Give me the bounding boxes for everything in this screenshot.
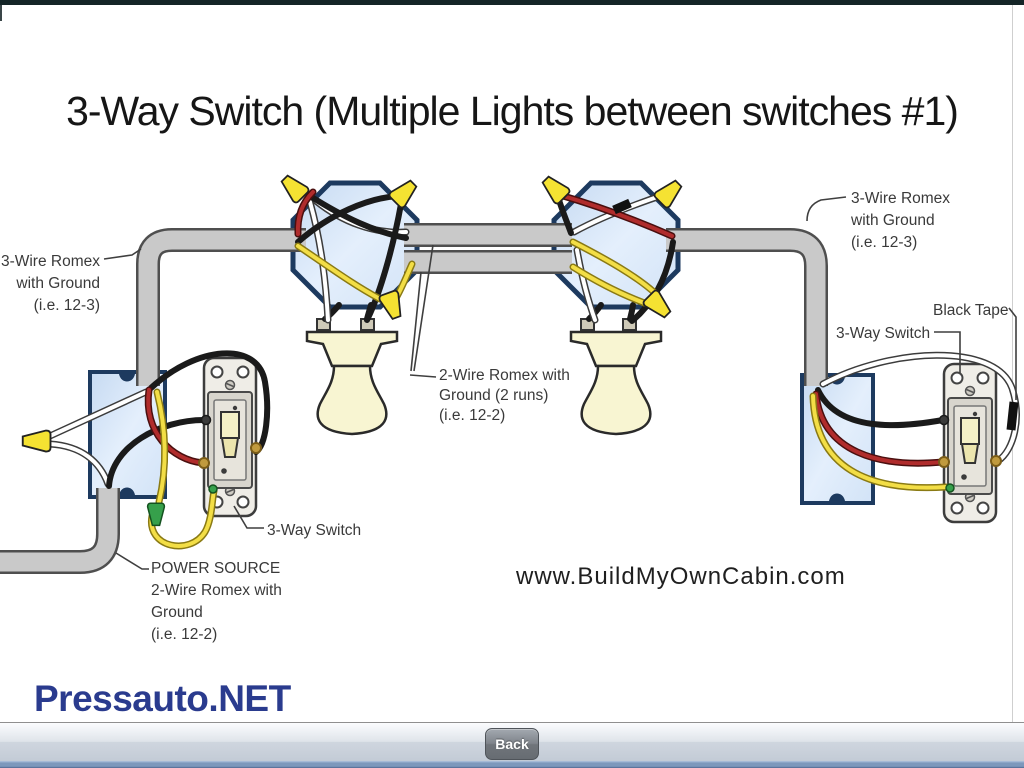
label-line: (i.e. 12-3)	[33, 297, 100, 314]
label-line: with Ground	[16, 275, 100, 292]
label-line: 3-Wire Romex	[851, 190, 951, 207]
label-line: (i.e. 12-2)	[439, 407, 506, 424]
diagram-title: 3-Way Switch (Multiple Lights between sw…	[66, 88, 959, 134]
label-power-source: POWER SOURCE 2-Wire Romex with Ground (i…	[151, 558, 282, 646]
switch-right	[942, 362, 998, 524]
light-fixture-2	[569, 302, 663, 436]
watermark-pressauto: Pressauto.NET	[34, 678, 291, 719]
back-button[interactable]: Back	[485, 728, 539, 760]
label-line: Ground	[151, 604, 203, 621]
black-tape-mark-right	[1006, 401, 1019, 431]
right-edge-line	[1012, 5, 1013, 722]
label-line: 2-Wire Romex with	[151, 582, 282, 599]
left-edge-mark	[0, 5, 2, 21]
label-right-romex: 3-Wire Romex with Ground (i.e. 12-3)	[851, 188, 950, 254]
label-black-tape: Black Tape	[933, 302, 1009, 319]
conduit-left-3wire	[136, 228, 306, 386]
wire-nut-power	[21, 429, 52, 453]
junction-box-2-wires	[558, 194, 673, 321]
toolbar-divider	[0, 722, 1024, 723]
label-right-switch: 3-Way Switch	[836, 325, 931, 342]
label-line: 3-Wire Romex	[0, 253, 100, 270]
leader-lines	[103, 196, 1017, 570]
power-source-conduit	[0, 488, 120, 574]
website-text: www.BuildMyOwnCabin.com	[516, 563, 846, 590]
terminal-screws	[198, 414, 1002, 494]
label-line: (i.e. 12-2)	[151, 626, 218, 643]
light-fixture-1	[305, 302, 399, 436]
label-line: with Ground	[851, 212, 935, 229]
label-line: (i.e. 12-3)	[851, 234, 918, 251]
label-line: POWER SOURCE	[151, 560, 281, 577]
label-line: Ground (2 runs)	[439, 387, 549, 404]
black-tape-mark-middle	[612, 198, 632, 215]
top-border-bar	[0, 0, 1024, 5]
label-line: 2-Wire Romex with	[439, 367, 570, 384]
bottom-blue-strip	[0, 761, 1024, 768]
label-left-romex: 3-Wire Romex with Ground (i.e. 12-3)	[0, 251, 100, 317]
conduit-right-3wire	[666, 228, 828, 386]
right-area-wires	[813, 355, 1016, 487]
label-left-switch: 3-Way Switch	[267, 522, 362, 539]
label-two-wire-romex: 2-Wire Romex with Ground (2 runs) (i.e. …	[439, 366, 570, 426]
